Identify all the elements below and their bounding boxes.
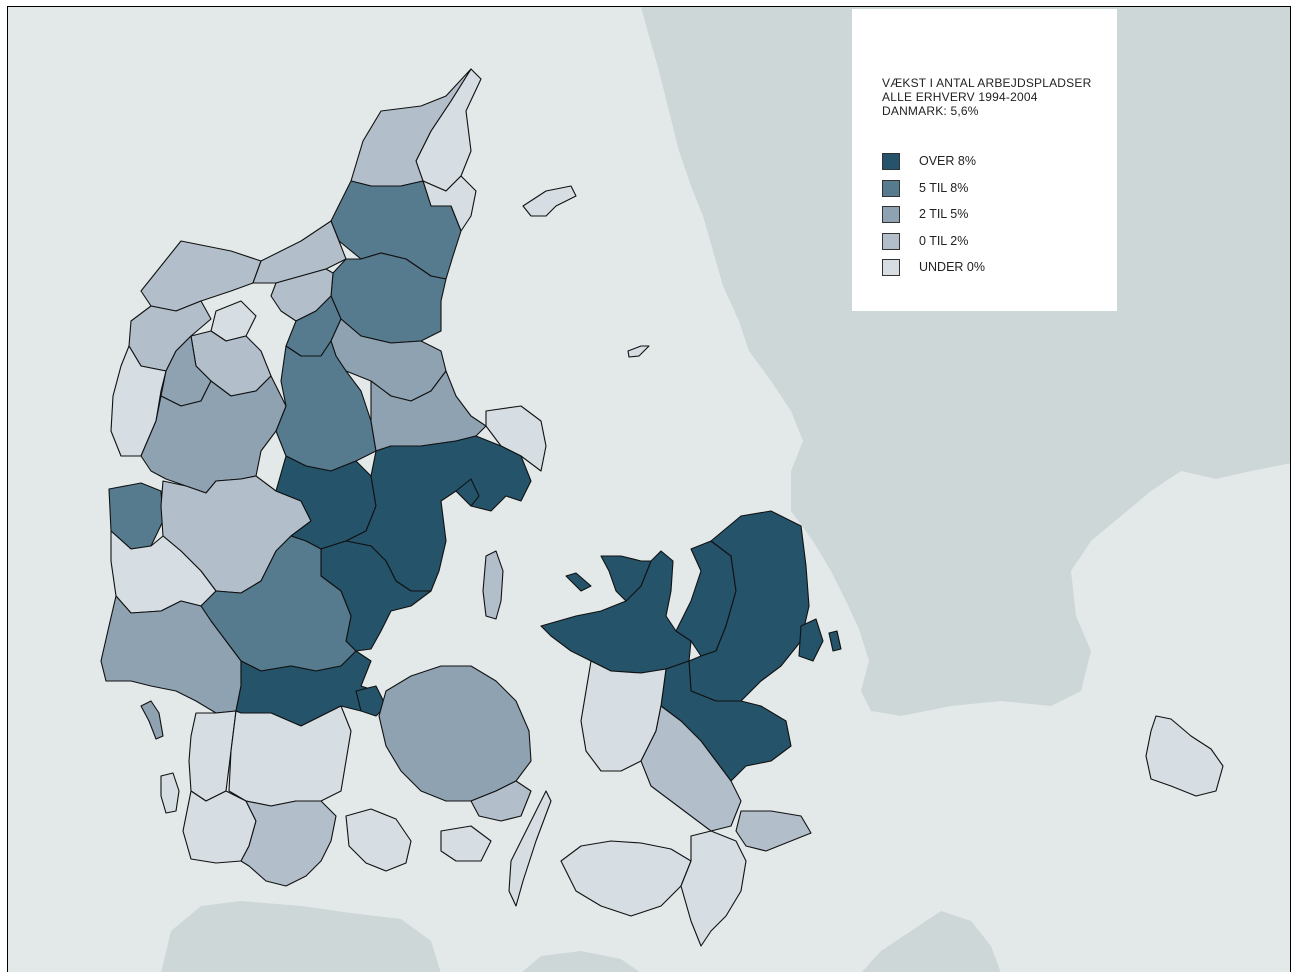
region-pandrup[interactable] [252,220,347,284]
legend-swatch [882,233,900,250]
region-copenhagen-city[interactable] [798,618,824,662]
germany-islands [522,951,640,972]
region-amager-saltholm [828,630,842,652]
region-bornholm[interactable] [1145,715,1224,797]
legend-title-line3: DANMARK: 5,6% [882,104,979,118]
region-aeroe-langeland[interactable] [508,790,552,907]
region-als[interactable] [345,808,412,872]
germany-land [161,901,441,972]
germany-coast-east [861,911,1001,972]
region-faaborg-islands [440,825,492,862]
legend-label: 2 TIL 5% [919,207,969,221]
legend-label: 0 TIL 2% [919,234,969,248]
region-odsherred[interactable] [600,555,652,602]
region-aabenraa[interactable] [240,800,337,887]
legend-label: OVER 8% [919,154,976,168]
region-laesoe[interactable] [522,185,577,217]
region-moen[interactable] [735,810,812,852]
legend: VÆKST I ANTAL ARBEJDSPLADSER ALLE ERHVER… [852,9,1117,311]
region-tonder[interactable] [182,790,257,864]
region-naestved[interactable] [640,705,742,832]
sweden-land [641,7,1290,716]
legend-title-line1: VÆKST I ANTAL ARBEJDSPLADSER [882,76,1092,90]
legend-swatch [882,259,900,276]
legend-title-line2: ALLE ERHVERV 1994-2004 [882,90,1038,104]
map-frame: VÆKST I ANTAL ARBEJDSPLADSER ALLE ERHVER… [7,6,1291,972]
region-hjoerring[interactable] [330,180,462,280]
region-roemoe [160,772,180,814]
region-haderslev[interactable] [228,705,352,807]
region-fanoe [140,700,164,740]
legend-swatch [882,180,900,197]
legend-label: UNDER 0% [919,260,985,274]
region-helgenaes [455,478,480,507]
region-svendborg[interactable] [470,780,532,822]
legend-swatch [882,206,900,223]
region-falster[interactable] [680,830,747,947]
region-samsoe[interactable] [482,550,504,620]
region-anholt [627,345,650,358]
region-ringkobing[interactable] [140,375,287,494]
region-djursland-north[interactable] [485,405,547,472]
region-sejeroe [565,572,592,592]
legend-swatch [882,153,900,170]
legend-label: 5 TIL 8% [919,181,969,195]
